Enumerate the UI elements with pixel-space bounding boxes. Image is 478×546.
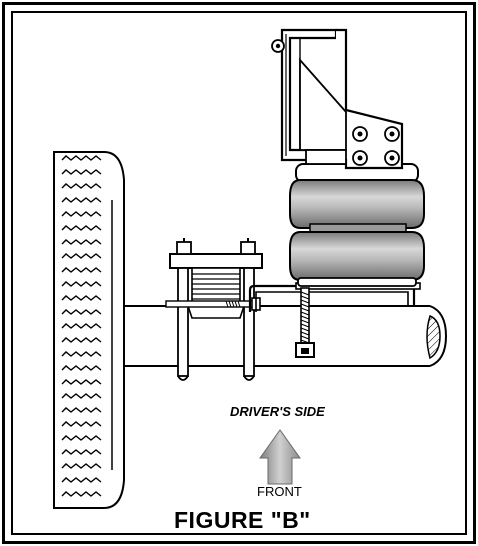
figure-caption: FIGURE "B" bbox=[174, 507, 311, 533]
up-arrow-icon bbox=[259, 429, 301, 485]
drivers-side-label: DRIVER'S SIDE bbox=[230, 404, 325, 419]
front-label: FRONT bbox=[257, 484, 302, 499]
tire bbox=[53, 151, 125, 509]
tire-tread bbox=[61, 155, 102, 497]
leaf-spring-clamp bbox=[169, 238, 263, 381]
lower-bracket bbox=[248, 282, 421, 312]
axle bbox=[124, 305, 448, 367]
air-spring bbox=[289, 163, 425, 287]
upper-frame-bracket bbox=[271, 28, 404, 170]
adjuster-bolt bbox=[295, 287, 315, 358]
